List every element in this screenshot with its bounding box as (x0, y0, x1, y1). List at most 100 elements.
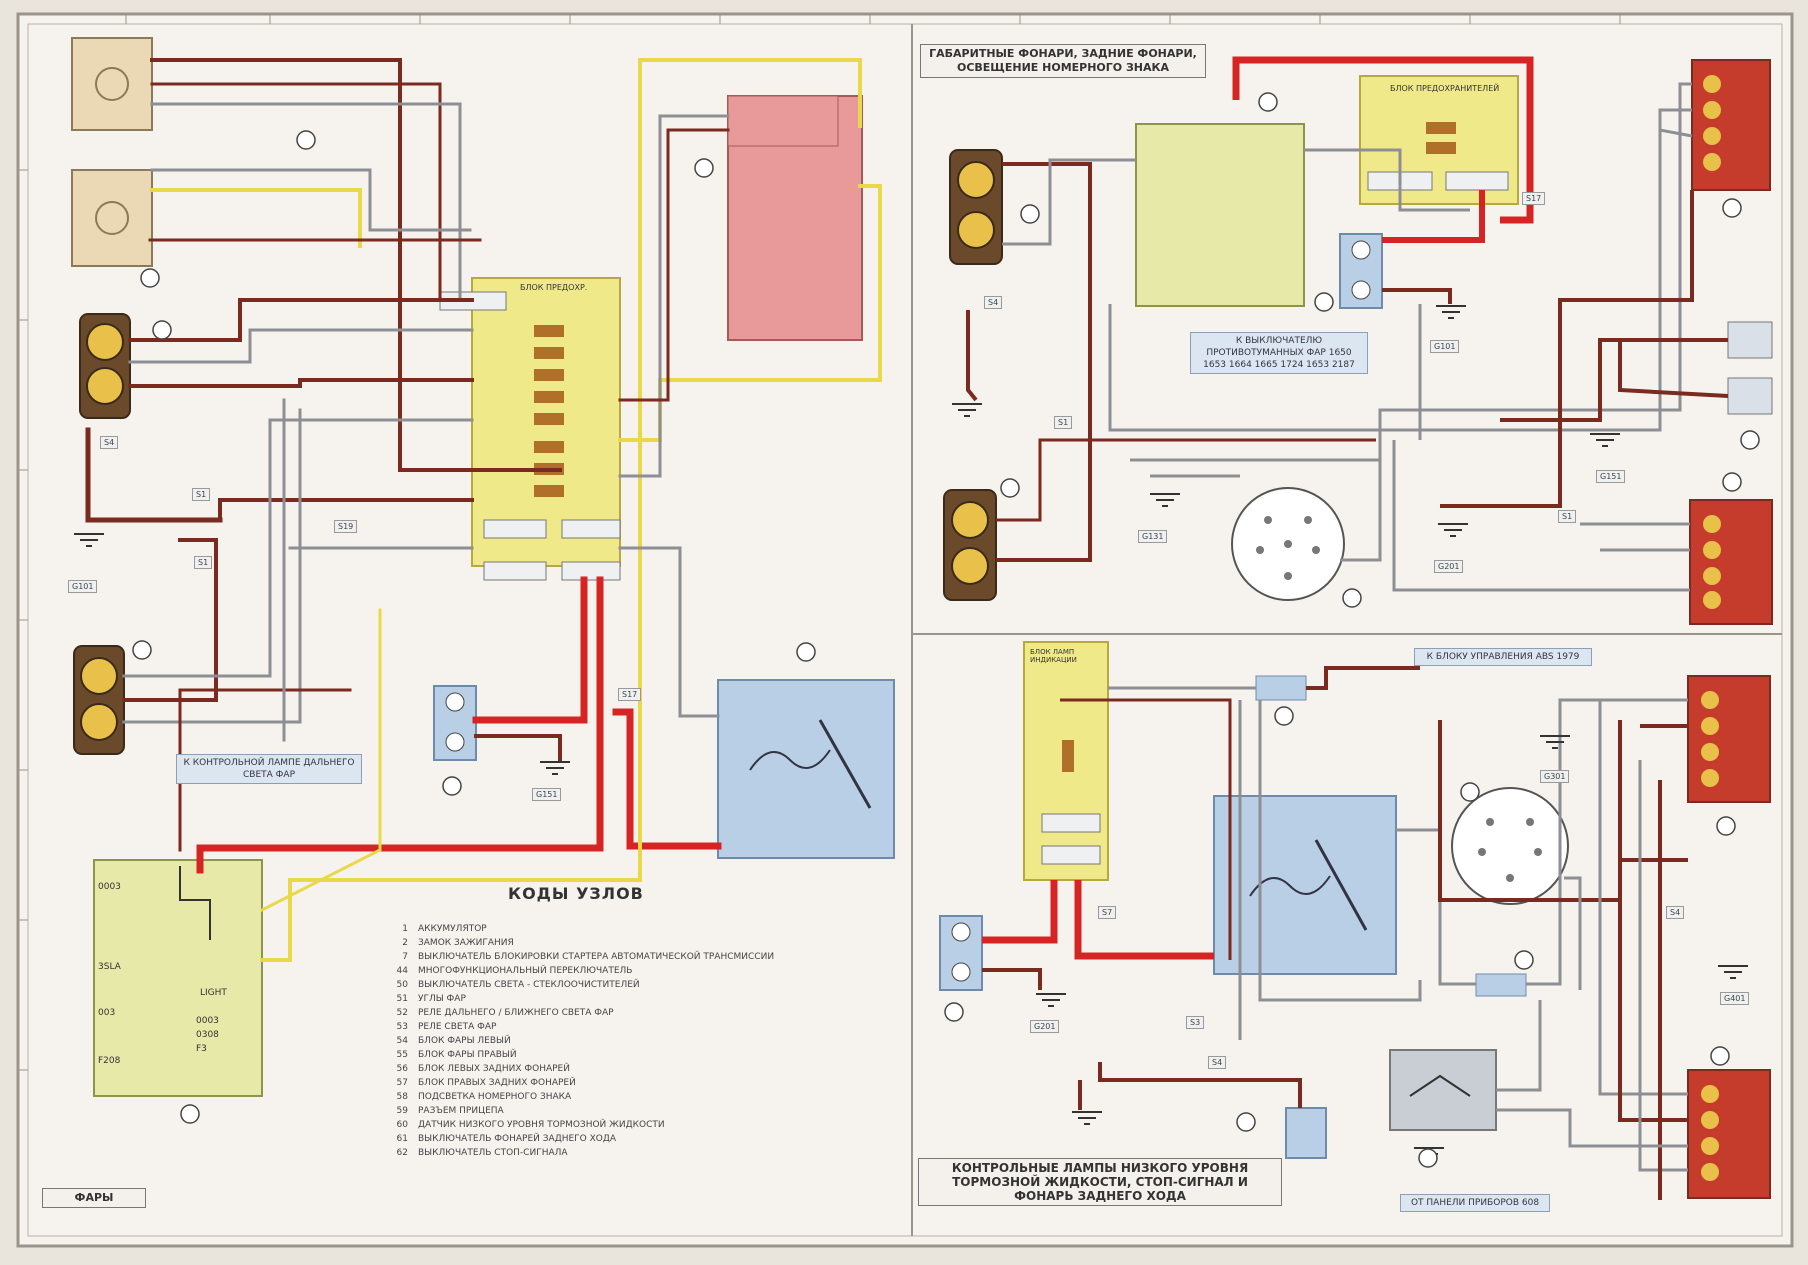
ground-label: G301 (1540, 770, 1570, 783)
wire-code: S4 (100, 436, 119, 449)
ground-label: G201 (1030, 1020, 1060, 1033)
rt-battery (1339, 233, 1383, 309)
legend-item-code: 54 (396, 1036, 408, 1046)
wire-code: S1 (1054, 416, 1073, 429)
title-brake: КОНТРОЛЬНЫЕ ЛАМПЫ НИЗКОГО УРОВНЯ ТОРМОЗН… (918, 1158, 1282, 1206)
rt-fuse-block (1359, 75, 1519, 205)
ground-label: G201 (1434, 560, 1464, 573)
legend-item-text: ВЫКЛЮЧАТЕЛЬ СВЕТА - СТЕКЛООЧИСТИТЕЛЕЙ (418, 980, 640, 990)
rt-lighting-switch (1135, 123, 1305, 307)
legend-item: 56 БЛОК ЛЕВЫХ ЗАДНИХ ФОНАРЕЙ (380, 1064, 570, 1074)
relay-box-label: БЛОК ПРЕДОХРАНИТЕЛЕЙ (1390, 84, 1500, 93)
legend-title: КОДЫ УЗЛОВ (508, 884, 644, 903)
legend-item-text: РЕЛЕ ДАЛЬНЕГО / БЛИЖНЕГО СВЕТА ФАР (418, 1008, 614, 1018)
legend-item-text: ДАТЧИК НИЗКОГО УРОВНЯ ТОРМОЗНОЙ ЖИДКОСТИ (418, 1120, 665, 1130)
wire-code: S4 (1666, 906, 1685, 919)
wire-code: S4 (1208, 1056, 1227, 1069)
sheet-frame (16, 12, 1794, 1248)
rb-fuse-block (1023, 641, 1109, 881)
legend-item-text: РАЗЪЕМ ПРИЦЕПА (418, 1106, 504, 1116)
relay-pink (727, 95, 863, 341)
headlight-left-lower (73, 645, 125, 755)
rt-tail-lamp-upper (1691, 59, 1771, 191)
legend-item-code: 56 (396, 1064, 408, 1074)
rt-headlight-upper (949, 149, 1003, 265)
battery-left (433, 685, 477, 761)
ground-symbols (74, 305, 1748, 1161)
rt-headlight-lower (943, 489, 997, 601)
switch-label-1: 0003 (98, 882, 121, 892)
legend-item-text: ВЫКЛЮЧАТЕЛЬ СТОП-СИГНАЛА (418, 1148, 568, 1158)
headlight-left-upper (79, 313, 131, 419)
legend-item: 50 ВЫКЛЮЧАТЕЛЬ СВЕТА - СТЕКЛООЧИСТИТЕЛЕЙ (380, 980, 640, 990)
wire-code: S1 (1558, 510, 1577, 523)
legend-item-code: 53 (396, 1022, 408, 1032)
legend-item-code: 55 (396, 1050, 408, 1060)
switch2-label-3: 0308 (196, 1030, 219, 1040)
wire-code: S4 (984, 296, 1003, 309)
rb-diodes (1255, 675, 1527, 997)
title-lighting: ГАБАРИТНЫЕ ФОНАРИ, ЗАДНИЕ ФОНАРИ, ОСВЕЩЕ… (920, 44, 1206, 78)
rb-tail-lamp-lower (1687, 1069, 1771, 1199)
grid-ticks (18, 14, 1621, 1071)
legend-item: 55 БЛОК ФАРЫ ПРАВЫЙ (380, 1050, 517, 1060)
legend-item-code: 52 (396, 1008, 408, 1018)
wire-code: S1 (192, 488, 211, 501)
legend-item-code: 7 (402, 952, 408, 962)
fuse-box-label: БЛОК ПРЕДОХР. (520, 283, 588, 292)
legend-item-code: 51 (396, 994, 408, 1004)
legend-item-text: УГЛЫ ФАР (418, 994, 466, 1004)
wire-code: S17 (618, 688, 642, 701)
ground-label: G401 (1720, 992, 1750, 1005)
legend-item: 54 БЛОК ФАРЫ ЛЕВЫЙ (380, 1036, 511, 1046)
legend-item-text: БЛОК ФАРЫ ЛЕВЫЙ (418, 1036, 511, 1046)
rb-battery (939, 915, 983, 991)
switch2-label-2: 0003 (196, 1016, 219, 1026)
legend-item: 52 РЕЛЕ ДАЛЬНЕГО / БЛИЖНЕГО СВЕТА ФАР (380, 1008, 614, 1018)
switch-label-2: 3SLA (98, 962, 121, 972)
switch2-label-4: F3 (196, 1044, 207, 1054)
ground-label: G151 (1596, 470, 1626, 483)
legend-item-text: ЗАМОК ЗАЖИГАНИЯ (418, 938, 514, 948)
ground-label: G101 (68, 580, 98, 593)
legend-item-code: 1 (402, 924, 408, 934)
wire-code: S19 (334, 520, 358, 533)
ground-label: G101 (1430, 340, 1460, 353)
ground-label: G131 (1138, 530, 1168, 543)
legend-item-text: МНОГОФУНКЦИОНАЛЬНЫЙ ПЕРЕКЛЮЧАТЕЛЬ (418, 966, 633, 976)
legend-item: 53 РЕЛЕ СВЕТА ФАР (380, 1022, 497, 1032)
rb-fluid-sensor (1285, 1107, 1327, 1159)
switch2-label-1: LIGHT (200, 988, 227, 998)
ground-label: G151 (532, 788, 562, 801)
legend-item-code: 57 (396, 1078, 408, 1088)
note-dash: ОТ ПАНЕЛИ ПРИБОРОВ 608 (1400, 1194, 1550, 1212)
rb-wires (982, 666, 1688, 1200)
legend-item-text: БЛОК ЛЕВЫХ ЗАДНИХ ФОНАРЕЙ (418, 1064, 570, 1074)
component-markers (132, 92, 1760, 1168)
legend-item-code: 61 (396, 1134, 408, 1144)
wire-code: S17 (1522, 192, 1546, 205)
lighting-switch (93, 859, 263, 1097)
legend-item-code: 50 (396, 980, 408, 990)
rt-trailer-socket (1231, 487, 1345, 601)
sheet-label: ФАРЫ (42, 1188, 146, 1208)
legend-item-text: БЛОК ФАРЫ ПРАВЫЙ (418, 1050, 517, 1060)
rt-wires (966, 56, 1729, 592)
switch-label-3: 003 (98, 1008, 116, 1018)
fuse-block-left (439, 277, 621, 581)
legend-item: 59 РАЗЪЕМ ПРИЦЕПА (380, 1106, 504, 1116)
rt-plate-lamps (1727, 321, 1773, 415)
legend-item-text: ПОДСВЕТКА НОМЕРНОГО ЗНАКА (418, 1092, 572, 1102)
legend-item-text: РЕЛЕ СВЕТА ФАР (418, 1022, 497, 1032)
legend-item-code: 59 (396, 1106, 408, 1116)
note-abs: К БЛОКУ УПРАВЛЕНИЯ ABS 1979 (1414, 648, 1592, 666)
